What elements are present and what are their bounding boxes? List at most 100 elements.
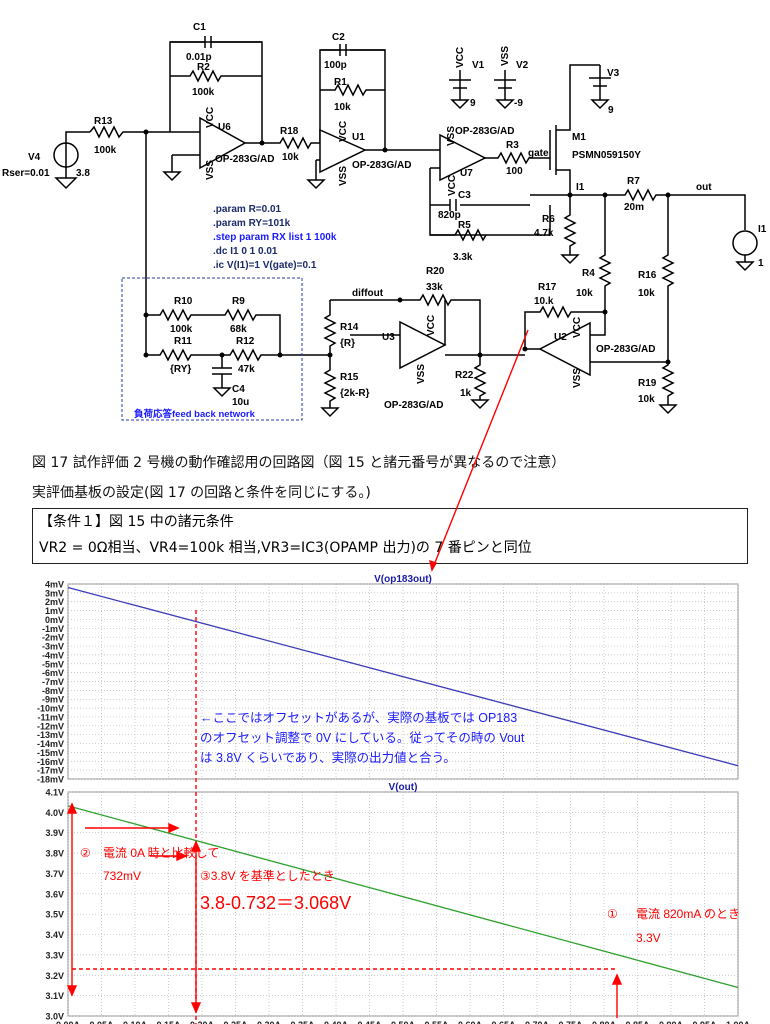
chart2-xtick-label: 0.25A [223,1020,248,1024]
u7-vss-label: VSS [446,126,457,146]
chart1-ytick-label: -13mV [37,730,64,740]
v4-label: V4 [28,152,41,163]
chart2-ytick-label: 3.7V [45,869,64,879]
out-net-label: out [696,182,712,193]
r13-value: 100k [94,145,117,156]
c1-label: C1 [193,22,206,33]
note-3-formula: 3.8-0.732＝3.068V [200,893,351,913]
chart1-ytick-label: -17mV [37,766,64,776]
u6-label: U6 [218,122,231,133]
v4-rser: Rser=0.01 [2,168,50,179]
v1-vcc-label: VCC [455,47,466,68]
chart2-ytick-label: 3.2V [45,971,64,981]
u1-vcc-label: VCC [338,121,349,142]
u2-label: U2 [554,332,567,343]
directive-1: .param R=0.01 [213,204,282,215]
chart1-ytick-label: -5mV [42,659,64,669]
chart2-xtick-label: 0.95A [692,1020,717,1024]
v2-label: V2 [516,60,529,71]
gate-net-label: gate [528,148,549,159]
note-1-number: ① [607,907,618,921]
c2-value: 100p [324,60,347,71]
v4-value: 3.8 [76,168,90,179]
r1-value: 10k [334,102,351,113]
chart2-xtick-label: 0.00A [56,1020,81,1024]
u6-model: OP-283G/AD [215,154,274,165]
chart2-xtick-label: 1.00A [726,1020,751,1024]
chart1-ytick-label: -3mV [42,642,64,652]
v1-value: 9 [470,98,476,109]
c2-label: C2 [332,32,345,43]
diffout-net-label: diffout [352,288,384,299]
u2-vcc-label: VCC [572,317,583,338]
chart2-ytick-label: 4.1V [45,788,64,798]
v3-value: 9 [608,105,614,116]
chart2-title: V(out) [389,782,418,793]
chart2-ytick-label: 3.8V [45,849,64,859]
r11-value: {RY} [170,364,191,375]
v2-vss-label: VSS [500,46,511,66]
r2-label: R2 [197,62,210,73]
r5-label: R5 [458,220,471,231]
r6-value: 4.7k [534,228,554,239]
chart1-ytick-label: -6mV [42,668,64,678]
chart2-xtick-label: 0.05A [89,1020,114,1024]
chart2-xtick-label: 0.75A [558,1020,583,1024]
chart2-series-line [67,805,739,989]
v3-label: V3 [607,68,620,79]
circuit-schematic: C1 0.01p R2 100k C2 100p R1 10k R13 100k… [2,22,767,421]
chart2-xtick-label: 0.40A [324,1020,349,1024]
chart2-xtick-label: 0.65A [491,1020,516,1024]
directive-2: .param RY=101k [213,218,291,229]
r14-value: {R} [340,338,355,349]
c3-value: 820p [438,210,461,221]
chart2-xtick-label: 0.10A [123,1020,148,1024]
r20-label: R20 [426,266,445,277]
r7-value: 20m [624,202,644,213]
u2-vss-label: VSS [572,368,583,388]
r13-label: R13 [94,116,113,127]
r19-value: 10k [638,394,655,405]
r7-label: R7 [627,176,640,187]
c4-value: 10u [232,397,249,408]
chart2-xtick-label: 0.50A [391,1020,416,1024]
feedback-network-label: 負荷応答feed back network [134,408,256,420]
r3-value: 100 [506,166,523,177]
u3-vcc-label: VCC [426,315,437,336]
m1-model: PSMN059150Y [572,150,641,161]
r16-value: 10k [638,288,655,299]
i1-net-label: I1 [576,182,585,193]
u6-vss-label: VSS [205,160,216,180]
directive-4: .dc I1 0 1 0.01 [213,246,278,257]
u1-label: U1 [352,132,365,143]
u1-vss-label: VSS [338,166,349,186]
chart1-title: V(op183out) [374,574,432,585]
note-3-text: ③3.8V を基準としたとき [200,868,335,883]
note-2-number: ② [80,846,91,860]
r3-label: R3 [506,140,519,151]
directive-3: .step param RX list 1 100k [213,232,337,243]
r18-label: R18 [280,126,299,137]
chart2-ytick-label: 3.6V [45,889,64,899]
r15-value: {2k-R} [340,388,370,399]
chart1-ytick-label: -15mV [37,748,64,758]
r12-value: 47k [238,364,255,375]
offset-note-line-3: は 3.8V くらいであり、実際の出力値と合う。 [200,750,456,765]
r16-label: R16 [638,270,657,281]
chart2-xtick-label: 0.20A [190,1020,215,1024]
chart1-ytick-label: -8mV [42,686,64,696]
chart2-ytick-label: 4.0V [45,808,64,818]
u3-vss-label: VSS [416,364,427,384]
chart2-ytick-label: 3.1V [45,991,64,1001]
m1-label: M1 [572,132,586,143]
chart1-ytick-label: -7mV [42,677,64,687]
chart1-ytick-label: 2mV [45,597,64,607]
chart1-ytick-label: -10mV [37,704,64,714]
r15-label: R15 [340,372,359,383]
chart2-xtick-label: 0.85A [625,1020,650,1024]
v2-value: -9 [514,98,523,109]
note-2-value: 732mV [103,869,141,883]
chart1-ytick-label: -12mV [37,721,64,731]
chart1-ytick-label: 0mV [45,615,64,625]
v1-label: V1 [472,60,485,71]
